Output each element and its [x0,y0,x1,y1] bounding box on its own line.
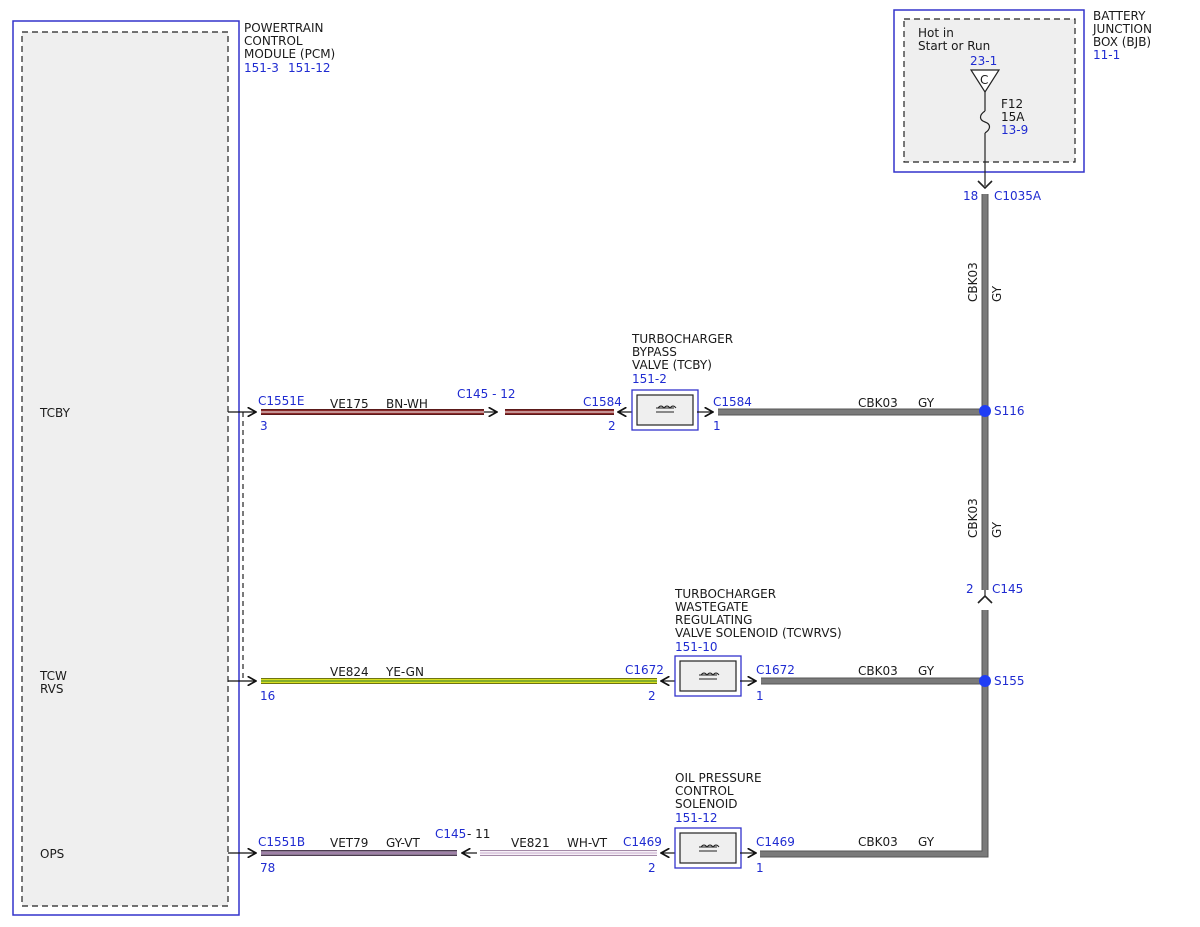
tcby-inline-connector[interactable]: C145 - 12 [457,387,516,401]
tcw-device-ref[interactable]: 151-10 [675,640,718,654]
tcw-device-line4: VALVE SOLENOID (TCWRVS) [675,626,842,640]
ops-color2: WH-VT [567,836,608,850]
tcw-device-line3: REGULATING [675,613,752,627]
ops-dev-connector-right[interactable]: C1469 [756,835,795,849]
bjb-name-line3: BOX (BJB) [1093,35,1151,49]
tcw-device-line1: TURBOCHARGER [674,587,776,601]
tcby-circuit: VE175 [330,397,369,411]
pcm-pin-tcw-line1: TCW [39,669,67,683]
tcw-right-color: GY [918,664,935,678]
wire-cbk03-lower[interactable] [760,610,988,857]
ops-dev-pin-right[interactable]: 1 [756,861,764,875]
tcby-device-line1: TURBOCHARGER [631,332,733,346]
ops-dev-pin-left[interactable]: 2 [648,861,656,875]
bjb-name-line1: BATTERY [1093,9,1146,23]
tcw-dev-pin-left[interactable]: 2 [648,689,656,703]
c145-feed-pin[interactable]: 2 [966,582,974,596]
pcm-name-line2: CONTROL [244,34,303,48]
pcm-name-line3: MODULE (PCM) [244,47,335,61]
pcm-pin-tcby: TCBY [39,406,71,420]
tcw-pcm-pin[interactable]: 16 [260,689,275,703]
solenoid-icon [699,672,720,680]
c145-connector-arrow-icon [977,594,993,604]
mid-circuit: CBK03 [966,498,980,538]
pcm-ref-2[interactable]: 151-12 [288,61,331,75]
c145-feed-connector[interactable]: C145 [992,582,1023,596]
tcby-dev-connector-left[interactable]: C1584 [583,395,622,409]
pcm-name-line1: POWERTRAIN [244,21,324,35]
ops-device-line1: OIL PRESSURE [675,771,762,785]
feed-connector[interactable]: C1035A [994,189,1042,203]
pcm-pin-ops: OPS [40,847,64,861]
bjb-bus-ref[interactable]: 23-1 [970,54,997,68]
feed-pin[interactable]: 18 [963,189,978,203]
tcby-dev-pin-left[interactable]: 2 [608,419,616,433]
bjb-hot-line1: Hot in [918,26,954,40]
tcby-device-line2: BYPASS [632,345,677,359]
tcby-dev-pin-right[interactable]: 1 [713,419,721,433]
tcby-device[interactable] [631,389,699,431]
tcby-pcm-connector[interactable]: C1551E [258,394,305,408]
splice-s116-label[interactable]: S116 [994,404,1025,418]
bjb-name-line2: JUNCTION [1092,22,1152,36]
tcby-right-color: GY [918,396,935,410]
bjb-bus-letter: C [980,73,988,87]
feed-color: GY [990,285,1004,302]
tcby-dev-connector-right[interactable]: C1584 [713,395,752,409]
tcw-right-circuit: CBK03 [858,664,898,678]
pcm-module[interactable] [12,20,240,916]
tcby-right-circuit: CBK03 [858,396,898,410]
tcw-device-line2: WASTEGATE [675,600,748,614]
tcw-dev-connector-left[interactable]: C1672 [625,663,664,677]
ops-device-ref[interactable]: 151-12 [675,811,718,825]
ops-pcm-connector[interactable]: C1551B [258,835,305,849]
feed-circuit: CBK03 [966,262,980,302]
power-bus-triangle-icon [969,69,1001,94]
splice-s155-label[interactable]: S155 [994,674,1025,688]
splice-s116[interactable] [979,405,991,417]
mid-color: GY [990,521,1004,538]
ops-right-circuit: CBK03 [858,835,898,849]
pcm-pin-tcw-line2: RVS [40,682,64,696]
ops-device-line2: CONTROL [675,784,734,798]
fuse-icon [979,110,991,134]
pcm-ref-1[interactable]: 151-3 [244,61,279,75]
tcw-color: YE-GN [385,665,424,679]
ops-pcm-pin[interactable]: 78 [260,861,275,875]
tcby-pcm-pin[interactable]: 3 [260,419,268,433]
bjb-ref[interactable]: 11-1 [1093,48,1120,62]
tcw-dev-connector-right[interactable]: C1672 [756,663,795,677]
tcwrvs-device[interactable] [674,655,742,697]
tcw-circuit: VE824 [330,665,369,679]
fuse-ref[interactable]: 13-9 [1001,123,1028,137]
ops-inline-pin: - 11 [467,827,490,841]
ops-device[interactable] [674,827,742,869]
ops-circuit2: VE821 [511,836,550,850]
ops-color: GY-VT [386,836,420,850]
fuse-rating: 15A [1001,110,1025,124]
solenoid-icon [699,844,720,852]
ops-right-color: GY [918,835,935,849]
splice-s155[interactable] [979,675,991,687]
bjb-hot-line2: Start or Run [918,39,990,53]
bjb-module[interactable] [893,9,1085,173]
tcby-device-ref[interactable]: 151-2 [632,372,667,386]
c1035a-connector-arrow-icon [977,180,993,190]
fuse-name: F12 [1001,97,1023,111]
tcby-device-line3: VALVE (TCBY) [632,358,712,372]
ops-device-line3: SOLENOID [675,797,738,811]
ops-inline-connector[interactable]: C145 [435,827,466,841]
solenoid-icon [656,405,677,413]
ops-circuit: VET79 [330,836,368,850]
tcw-dev-pin-right[interactable]: 1 [756,689,764,703]
ops-dev-connector-left[interactable]: C1469 [623,835,662,849]
tcby-color: BN-WH [386,397,428,411]
